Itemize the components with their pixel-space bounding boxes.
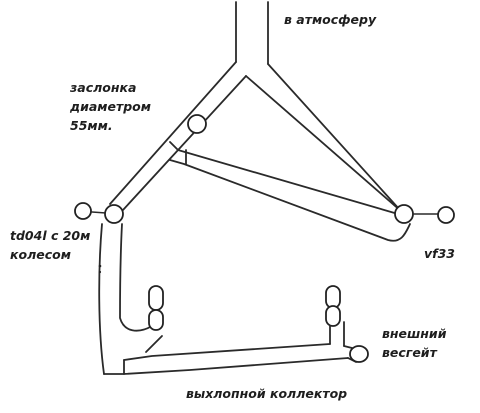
label-damper: заслонка диаметром 55мм. (70, 80, 151, 133)
right-runner-lower-port (325, 305, 341, 327)
right-runner (325, 285, 345, 347)
left-runner (148, 285, 164, 331)
turbo-wheel-icon (104, 204, 124, 224)
exhaust-manifold (123, 335, 349, 375)
label-turbo-td04l: td04l с 20м колесом (10, 228, 91, 262)
wastegate-icon (349, 345, 369, 363)
y-junction (109, 61, 403, 213)
turbo-vf33 (394, 204, 455, 224)
damper-icon (187, 114, 207, 134)
cross-branch-pipe (169, 141, 411, 242)
label-exhaust-manifold: выхлопной коллектор (186, 386, 348, 401)
left-downpipe (98, 223, 153, 375)
external-wastegate (343, 345, 369, 363)
label-atmosphere: в атмосферу (284, 12, 377, 27)
label-wastegate: внешний весгейт (382, 326, 447, 360)
pen-marks (98, 264, 102, 274)
turbo-td04l (74, 202, 124, 224)
atmosphere-outlet-pipe (235, 1, 269, 65)
vf33-wheel-icon (394, 204, 414, 224)
left-runner-lower-port (148, 309, 164, 331)
left-runner-upper-port (148, 285, 164, 311)
label-vf33: vf33 (424, 246, 455, 261)
right-runner-upper-port (325, 285, 341, 309)
turbo-compressor-icon (74, 202, 92, 220)
vf33-compressor-icon (437, 206, 455, 224)
